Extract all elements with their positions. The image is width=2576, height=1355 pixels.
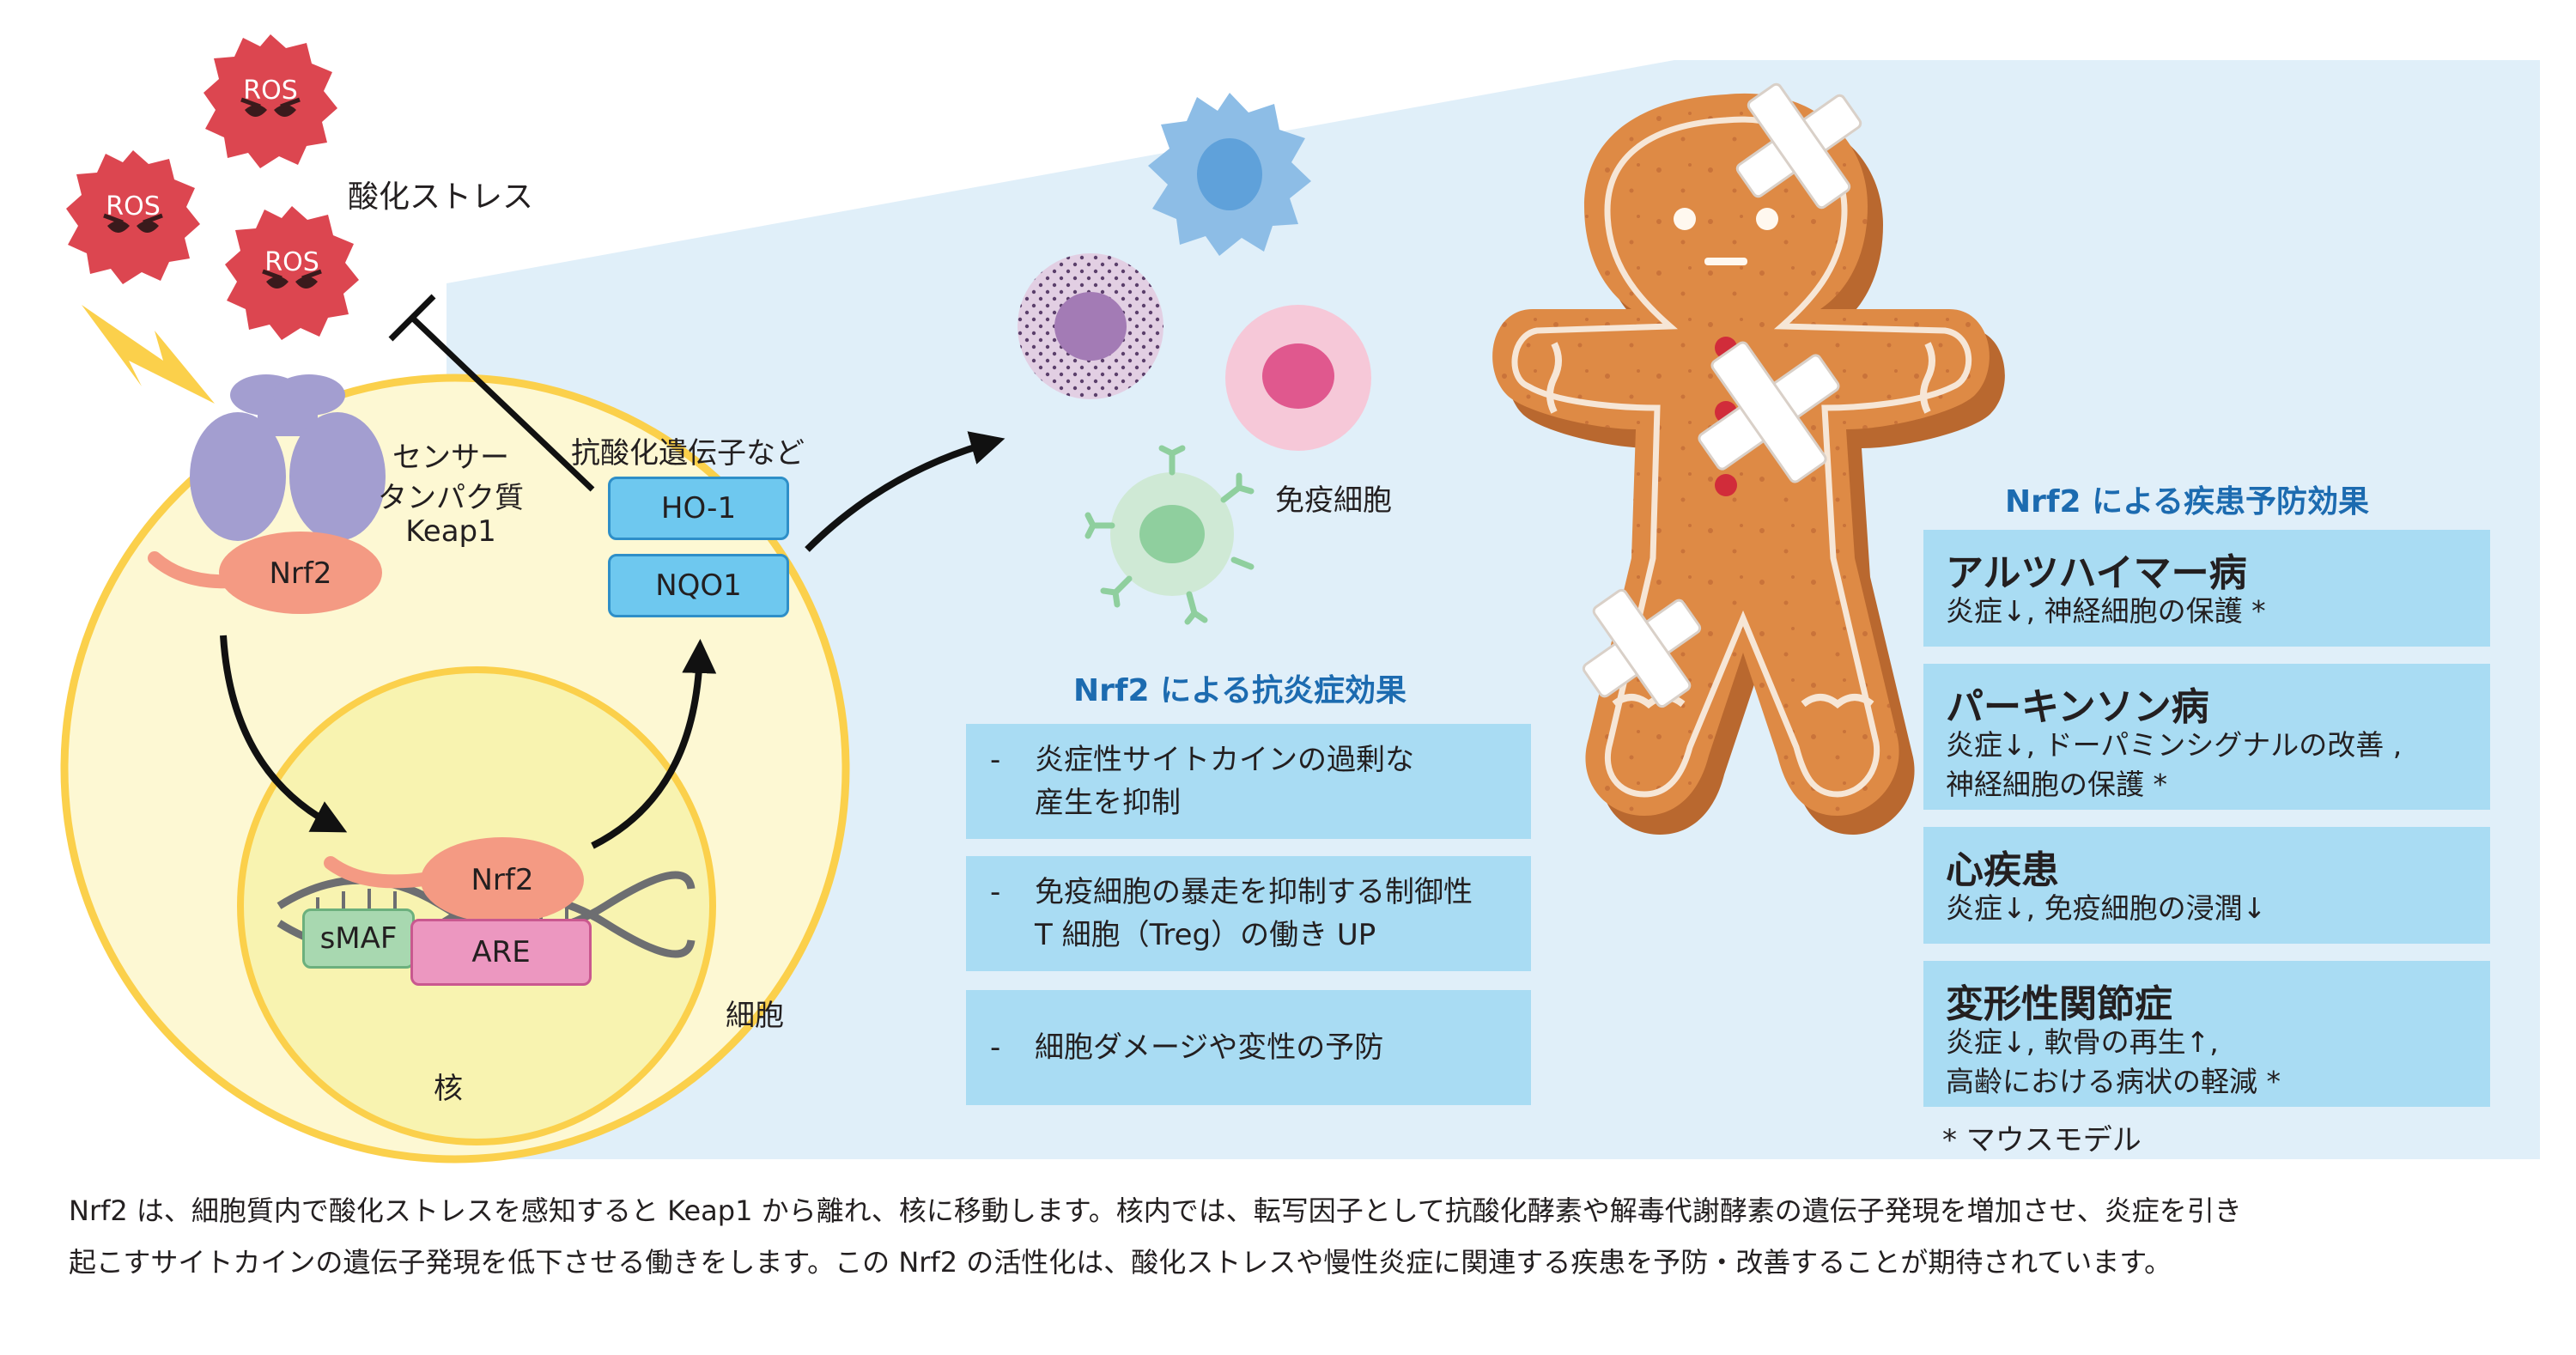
keap1-protein [190, 374, 386, 541]
disease-title: 心疾患 [1946, 848, 2059, 892]
disease-item: アルツハイマー病 炎症↓, 神経細胞の保護 * [1923, 530, 2490, 647]
item-text-line1: 炎症性サイトカインの過剰な [1035, 743, 1414, 777]
nrf2-nuclear-label: Nrf2 [471, 863, 534, 897]
disease-desc-line1: 炎症↓, 軟骨の再生↑, [1946, 1025, 2219, 1059]
nrf2-cytoplasm-label: Nrf2 [269, 556, 332, 591]
nucleus-label: 核 [434, 1072, 463, 1106]
sensor-protein-label-line1: センサー [392, 441, 509, 475]
oxidative-stress-label: 酸化ストレス [348, 179, 534, 215]
immune-cell-icon [1225, 305, 1371, 451]
smaf-box: sMAF [302, 908, 415, 969]
disease-prevention-heading: Nrf2 による疾患予防効果 [2005, 484, 2370, 520]
ros-label: ROS [264, 247, 319, 277]
caption-line1: Nrf2 は、細胞質内で酸化ストレスを感知すると Keap1 から離れ、核に移動… [69, 1194, 2242, 1227]
bullet: - [990, 875, 1001, 909]
sensor-protein-label-line3: Keap1 [405, 514, 496, 549]
disease-title: アルツハイマー病 [1946, 551, 2247, 595]
disease-item: 心疾患 炎症↓, 免疫細胞の浸潤↓ [1923, 827, 2490, 944]
ros-label: ROS [106, 191, 161, 222]
immune-cells-label: 免疫細胞 [1275, 483, 1392, 518]
bandage-icon [1582, 588, 1702, 708]
immune-cell-icon [1018, 253, 1163, 399]
disease-desc-line1: 炎症↓, ドーパミンシグナルの改善 , [1946, 728, 2403, 762]
mouse-model-footnote: * マウスモデル [1942, 1123, 2142, 1158]
ho1-label: HO-1 [660, 491, 737, 526]
sensor-protein-label-line2: タンパク質 [378, 481, 524, 515]
are-label: ARE [471, 935, 531, 969]
curved-arrow-icon [220, 635, 348, 833]
inhibit-arrow-icon [388, 294, 595, 492]
lightning-icon [82, 305, 215, 404]
disease-title: 変形性関節症 [1946, 982, 2172, 1026]
disease-item: パーキンソン病 炎症↓, ドーパミンシグナルの改善 , 神経細胞の保護 * [1923, 664, 2490, 810]
nqo1-label: NQO1 [655, 568, 742, 603]
smaf-label: sMAF [319, 921, 398, 956]
nrf2-figure: ROS ROS ROS 酸化ストレス センサー タンパク質 Keap1 Nrf2… [60, 34, 2540, 1164]
nrf2-nuclear-shape [421, 837, 584, 923]
ho1-gene-box: HO-1 [608, 477, 789, 540]
disease-desc-line2: 神経細胞の保護 * [1946, 768, 2167, 801]
anti-inflammatory-item: - 炎症性サイトカインの過剰な 産生を抑制 [966, 724, 1531, 839]
bullet: - [990, 1030, 1001, 1065]
anti-inflammatory-item: - 免疫細胞の暴走を抑制する制御性 T 細胞（Treg）の働き UP [966, 856, 1531, 971]
caption: Nrf2 は、細胞質内で酸化ストレスを感知すると Keap1 から離れ、核に移動… [69, 1185, 2524, 1288]
disease-desc-line1: 炎症↓, 免疫細胞の浸潤↓ [1946, 891, 2267, 925]
nqo1-gene-box: NQO1 [608, 554, 789, 617]
disease-item: 変形性関節症 炎症↓, 軟骨の再生↑, 高齢における病状の軽減 * [1923, 961, 2490, 1107]
antioxidant-genes-label: 抗酸化遺伝子など [571, 436, 805, 471]
anti-inflammatory-heading: Nrf2 による抗炎症効果 [1073, 673, 1407, 708]
disease-title: パーキンソン病 [1946, 685, 2209, 729]
disease-desc-line1: 炎症↓, 神経細胞の保護 * [1946, 594, 2266, 628]
cell-label: 細胞 [726, 999, 784, 1033]
item-text-line2: 産生を抑制 [1035, 786, 1181, 820]
curved-arrow-icon [591, 639, 717, 849]
nrf2-nuclear-tail [324, 856, 436, 889]
ros-label: ROS [243, 76, 298, 106]
nrf2-cytoplasm-shape [219, 532, 382, 614]
bullet: - [990, 743, 1001, 777]
caption-line2: 起こすサイトカインの遺伝子発現を低下させる働きをします。この Nrf2 の活性化… [69, 1246, 2172, 1279]
anti-inflammatory-item: - 細胞ダメージや変性の予防 [966, 990, 1531, 1105]
ros-virus-icon [204, 34, 337, 168]
ros-virus-icon [225, 206, 359, 340]
item-text-line1: 免疫細胞の暴走を抑制する制御性 [1035, 875, 1473, 909]
are-box: ARE [410, 919, 592, 986]
disease-desc-line2: 高齢における病状の軽減 * [1946, 1065, 2281, 1098]
curved-arrow-icon [805, 431, 1005, 552]
bandage-icon [1698, 341, 1840, 483]
item-text-line2: T 細胞（Treg）の働き UP [1035, 918, 1376, 952]
immune-cell-icon [1148, 93, 1311, 256]
bandage-icon [1735, 82, 1862, 210]
item-text-line1: 細胞ダメージや変性の予防 [1035, 1030, 1384, 1065]
ros-virus-icon [66, 150, 200, 284]
immune-cell-icon [1084, 445, 1255, 625]
